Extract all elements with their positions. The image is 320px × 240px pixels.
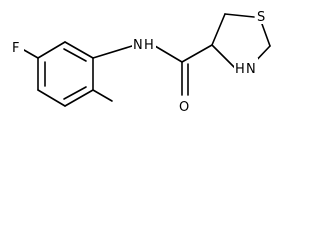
oxygen-label: O — [179, 100, 189, 115]
bond-thz-3 — [261, 23, 271, 47]
bond-c-f — [23, 49, 39, 59]
bond-ring-2 — [37, 41, 66, 59]
amide-h-label: H — [144, 38, 154, 53]
bond-ring-double-1 — [63, 48, 87, 62]
mask-f — [10, 38, 24, 56]
bond-thz-2 — [224, 13, 255, 18]
fluorine-label: F — [12, 41, 19, 56]
bond-thz-1 — [211, 13, 226, 46]
sulfur-label: S — [257, 10, 265, 25]
amide-n-label: N — [133, 38, 143, 53]
mask-ring-nh — [234, 58, 258, 76]
bond-thz-5 — [211, 44, 236, 69]
bond-ring-methyl — [92, 89, 113, 102]
bond-ring-double-3 — [63, 86, 87, 100]
mask-s — [255, 6, 269, 24]
bond-ring-amide-n — [92, 45, 133, 59]
structure-diagram: F N H O S H N — [10, 6, 271, 115]
bond-carbonyl-ring — [181, 44, 213, 63]
benzene-ring — [37, 41, 94, 107]
bond-ring-5 — [64, 89, 94, 107]
ring-n-label: N — [246, 62, 256, 77]
bond-ring-4 — [37, 89, 66, 107]
bond-amide-n-carbonyl — [154, 45, 183, 63]
mask-o — [177, 96, 193, 114]
bond-ring-1 — [64, 41, 94, 59]
mask-amide-n — [132, 34, 156, 52]
ring-h-label: H — [235, 62, 245, 77]
